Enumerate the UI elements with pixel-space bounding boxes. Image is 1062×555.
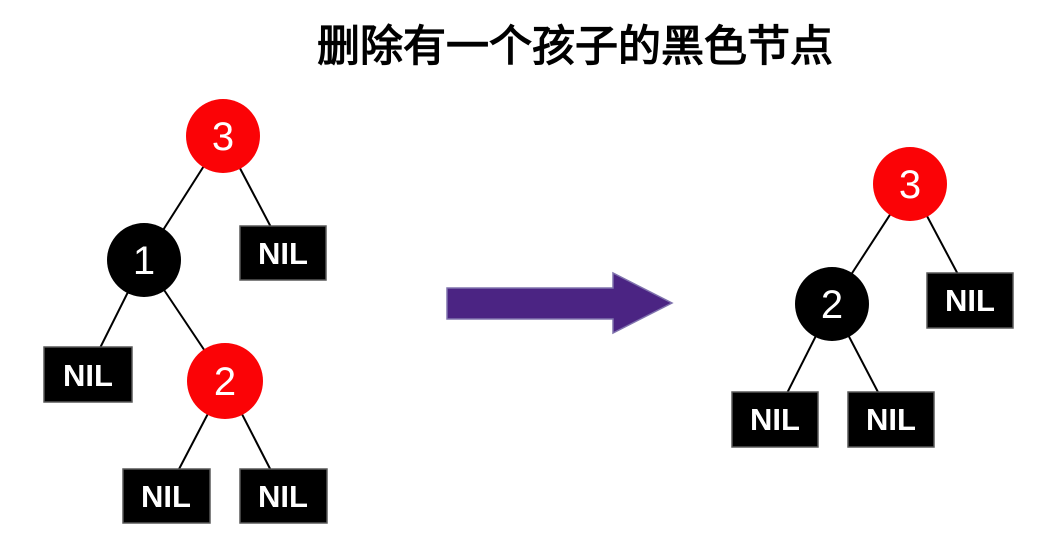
node-3-before	[186, 99, 260, 173]
nil-box	[731, 391, 819, 448]
node-3-before-label: 3	[212, 115, 234, 159]
nil-label: NIL	[945, 283, 995, 318]
before-tree-nodes	[107, 99, 263, 419]
node-2-before-label: 2	[214, 360, 236, 404]
nil-box	[239, 225, 327, 281]
before-tree-nil-boxes	[43, 225, 328, 524]
node-2-after-label: 2	[821, 283, 843, 327]
node-1-before	[107, 223, 181, 297]
nil-label: NIL	[258, 479, 308, 514]
nil-label: NIL	[141, 479, 191, 514]
nil-box	[239, 468, 328, 524]
nil-label: NIL	[63, 358, 113, 393]
nil-label: NIL	[258, 236, 308, 271]
node-labels: 3 1 2 3 2	[133, 115, 921, 404]
before-tree-edges	[87, 135, 284, 495]
nil-box	[43, 346, 133, 403]
nil-box	[847, 391, 935, 448]
transform-arrow-icon	[446, 271, 674, 335]
nil-labels: NIL NIL NIL NIL NIL NIL NIL	[63, 236, 995, 514]
node-2-before	[187, 343, 263, 419]
node-3-after-label: 3	[899, 163, 921, 207]
nil-box	[926, 272, 1014, 329]
slide-title: 删除有一个孩子的黑色节点	[317, 23, 833, 71]
nil-label: NIL	[866, 402, 916, 437]
nil-box	[122, 468, 211, 524]
node-1-before-label: 1	[133, 239, 155, 283]
node-3-after	[873, 147, 947, 221]
after-tree-nil-boxes	[731, 272, 1014, 448]
node-2-after	[795, 267, 869, 341]
after-tree-nodes	[795, 147, 947, 341]
nil-label: NIL	[750, 402, 800, 437]
